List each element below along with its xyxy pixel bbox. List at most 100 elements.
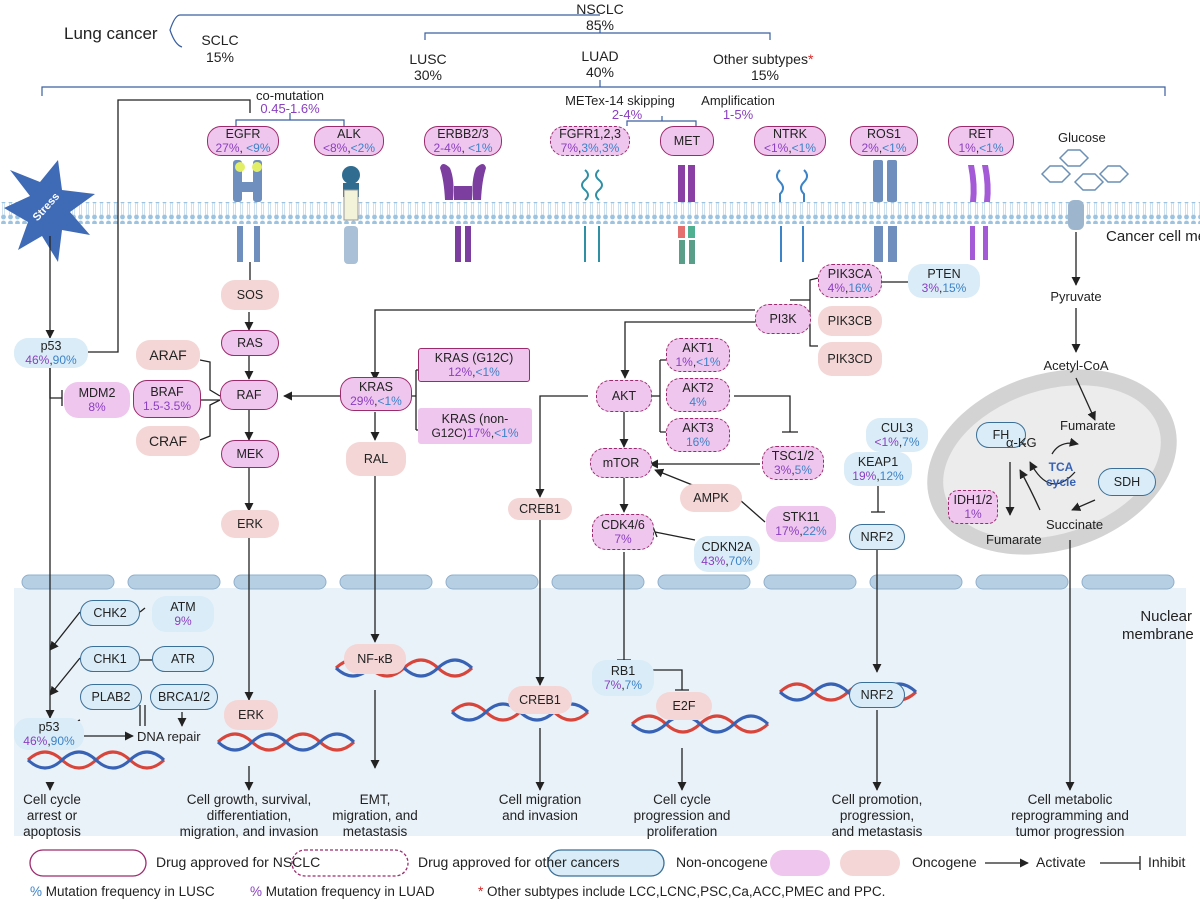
- outcome-cell-promotion: Cell promotion,progression,and metastasi…: [831, 792, 923, 839]
- e2f-node: E2F: [656, 692, 712, 720]
- ros1-receptor: [873, 160, 897, 262]
- brca-node: BRCA1/2: [150, 684, 218, 710]
- legend-luad-note: % Mutation frequency in LUAD: [250, 884, 435, 899]
- alk-node: ALK<8%,<2%: [314, 126, 384, 156]
- acetyl-coa-label: Acetyl-CoA: [1043, 358, 1109, 373]
- cul3-node: CUL3<1%,7%: [866, 418, 928, 452]
- legend-lusc-note: % Mutation frequency in LUSC: [30, 884, 215, 899]
- succinate-label: Succinate: [1046, 517, 1104, 532]
- kras-nong12c-node: KRAS (non-G12C)17%,<1%: [418, 408, 532, 444]
- nuclear-membrane: [21, 574, 1175, 590]
- nuclear-membrane-label: Nuclear membrane: [1122, 608, 1194, 643]
- nrf2-node: NRF2: [849, 524, 905, 550]
- comutation-label: co-mutation: [256, 88, 324, 103]
- lusc-pct: 30%: [413, 67, 443, 83]
- ntrk-receptor: [776, 169, 808, 262]
- dna-repair-label: DNA repair: [137, 729, 201, 744]
- amplification-value: 1-5%: [722, 107, 754, 122]
- met-receptor: [678, 165, 695, 264]
- mtor-node: mTOR: [590, 448, 652, 478]
- raf-node: RAF: [220, 380, 278, 410]
- cancer-cell-membrane: [0, 202, 1200, 224]
- luad-pct: 40%: [585, 64, 615, 80]
- lusc-label: LUSC: [409, 51, 447, 67]
- erk-node: ERK: [221, 510, 279, 538]
- nucleus-area: [14, 588, 1186, 836]
- araf-node: ARAF: [136, 340, 200, 370]
- atr-node: ATR: [152, 646, 214, 672]
- tca-cycle-label: TCA cycle: [1045, 460, 1077, 489]
- luad-label: LUAD: [581, 48, 619, 64]
- plab2-node: PLAB2: [80, 684, 142, 710]
- kras-g12c-node: KRAS (G12C)12%,<1%: [418, 348, 530, 382]
- mek-node: MEK: [221, 440, 279, 468]
- pik3cd-node: PIK3CD: [818, 342, 882, 376]
- amplification-label: Amplification: [701, 93, 775, 108]
- sos-node: SOS: [221, 280, 279, 310]
- egfr-receptor: [233, 160, 262, 262]
- ras-node: RAS: [221, 330, 279, 356]
- nsclc-label: NSCLC: [576, 1, 624, 17]
- sclc-label: SCLC: [201, 32, 239, 48]
- metex-label: METex-14 skipping: [565, 93, 675, 108]
- stress-label: Stress: [30, 190, 63, 224]
- nfkb-node: NF-κB: [344, 644, 406, 674]
- dna-helices: [26, 658, 918, 770]
- other-subtypes-pct: 15%: [750, 67, 780, 83]
- creb1-node: CREB1: [508, 498, 572, 520]
- ampk-node: AMPK: [680, 484, 742, 512]
- erk-nuclear-node: ERK: [224, 700, 278, 730]
- nsclc-pct: 85%: [585, 17, 615, 33]
- alpha-kg-label: α-KG: [1006, 435, 1037, 450]
- fumarate-bottom-label: Fumarate: [986, 532, 1042, 547]
- glucose-transporter: [1040, 149, 1130, 230]
- outcome-cell-growth: Cell growth, survival,differentiation,mi…: [179, 792, 319, 839]
- classification-brackets: [41, 14, 1166, 126]
- cancer-membrane-label: Cancer cell membrane: [1106, 228, 1200, 245]
- met-node: MET: [660, 126, 714, 156]
- legend-approved-other: Drug approved for other cancers: [418, 854, 620, 870]
- legend-other-note: * Other subtypes include LCC,LCNC,PSC,Ca…: [478, 884, 886, 899]
- pik3cb-node: PIK3CB: [818, 306, 882, 336]
- legend-approved-nsclc: Drug approved for NSCLC: [156, 854, 321, 870]
- legend-activate: Activate: [1036, 854, 1086, 870]
- sdh-node: SDH: [1098, 468, 1156, 496]
- pi3k-node: PI3K: [755, 304, 811, 334]
- fh-node: FH: [976, 422, 1026, 448]
- lung-cancer-label: Lung cancer: [64, 24, 158, 43]
- glucose-label: Glucose: [1058, 130, 1106, 145]
- creb1-nuclear-node: CREB1: [508, 686, 572, 714]
- chk1-node: CHK1: [80, 646, 140, 672]
- legend-graphics: [29, 849, 1141, 877]
- pyruvate-label: Pyruvate: [1050, 289, 1102, 304]
- nrf2-nuclear-node: NRF2: [849, 682, 905, 708]
- stress-burst: [4, 160, 95, 262]
- alk-receptor: [342, 166, 360, 264]
- fgfr-receptor: [581, 169, 603, 262]
- legend-oncogene: Oncogene: [912, 854, 977, 870]
- ntrk-node: NTRK<1%,<1%: [754, 126, 826, 156]
